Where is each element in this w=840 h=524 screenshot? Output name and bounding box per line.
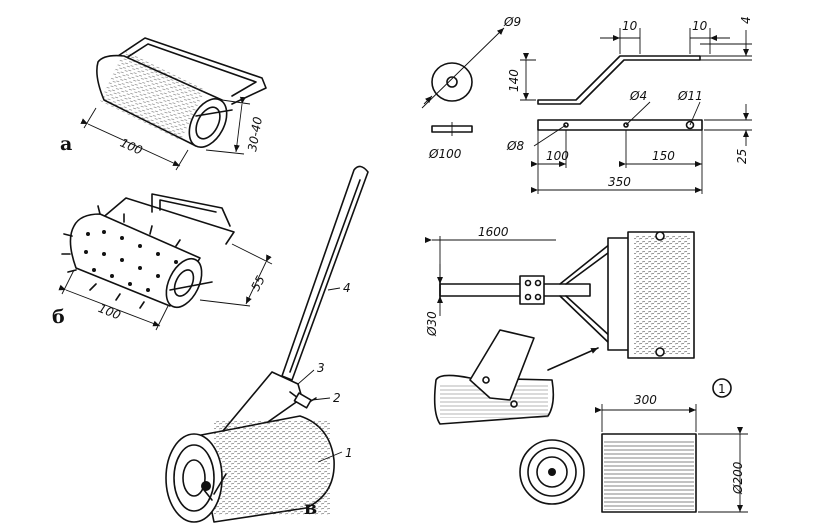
sketch-b-length-dim: 100: [96, 301, 123, 323]
handle-length-dim: 1600: [478, 225, 509, 239]
hole-diameter-dim: Ø9: [503, 15, 521, 29]
sketch-a-drum-end: [188, 98, 228, 148]
variant-label-b: б: [52, 306, 65, 328]
sketch-v-lawn-roller: 1 2 3 4: [165, 165, 369, 523]
total-length-dim: 350: [608, 175, 631, 189]
bar-height-dim: 25: [735, 149, 749, 164]
disc-diameter-dim: Ø100: [428, 147, 462, 161]
callout-2: 2: [333, 391, 341, 405]
offset-dim-2: 10: [692, 19, 708, 33]
callout-4: 4: [343, 281, 351, 295]
handle-bracket-part: 10 10 4 140 Ø4 Ø11 Ø8 100 150 350 25: [506, 16, 753, 194]
variant-label-v: в: [304, 497, 317, 519]
sketch-b-handle-frame: [99, 197, 235, 245]
sketch-b-diameter-dim: 55: [248, 273, 268, 293]
drum-width-dim: 300: [634, 393, 657, 407]
sketch-a-handle-frame: [111, 37, 267, 105]
sketch-b-drum-end: [165, 257, 203, 309]
sketch-v-handle: [281, 165, 369, 381]
sheet-number: 1: [718, 382, 726, 396]
disc-part: Ø9 Ø100: [421, 15, 521, 161]
small-hole-dim: Ø4: [629, 89, 647, 103]
bracket-detail-view: [433, 329, 599, 425]
height-dim: 140: [507, 69, 521, 92]
handle-diameter-dim: Ø30: [425, 311, 439, 337]
drum-detail: 1 300 Ø200: [519, 378, 748, 513]
sketch-b-spiked-roller: 100 55: [58, 193, 273, 331]
thickness-dim: 4: [739, 16, 753, 24]
sketch-a-diameter-dim: 30-40: [245, 115, 265, 152]
detail-arrow: [547, 347, 599, 371]
drum-diameter-dim: Ø200: [731, 461, 745, 495]
offset-dim-1: 10: [622, 19, 638, 33]
bracket-flat-view: [537, 119, 703, 131]
pin-diameter-dim: Ø8: [506, 139, 524, 153]
assembly-top-view: 1600 Ø30: [425, 225, 695, 359]
bracket-top-view: [537, 55, 701, 105]
sketch-a-length-dim: 100: [118, 136, 145, 158]
sketch-a-smooth-roller: 100 30-40: [80, 37, 267, 171]
sketch-b-spikes: [84, 230, 178, 292]
large-hole-dim: Ø11: [677, 89, 703, 103]
segment-dim-1: 100: [546, 149, 569, 163]
sketch-v-bracket: [293, 392, 312, 409]
segment-dim-2: 150: [652, 149, 675, 163]
variant-label-a: а: [60, 133, 72, 155]
callout-3: 3: [317, 361, 325, 375]
callout-1: 1: [345, 446, 353, 460]
assembly-handle-bar: [439, 283, 591, 297]
